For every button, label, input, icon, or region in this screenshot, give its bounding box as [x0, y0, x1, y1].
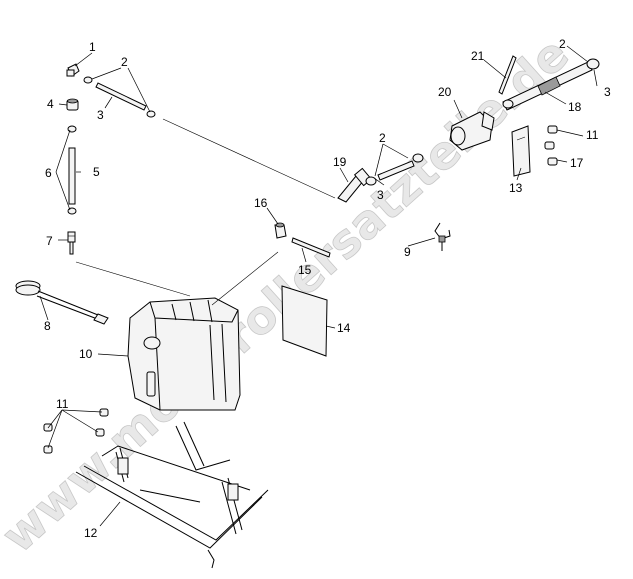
part-1-fitting: [66, 63, 80, 77]
callout-8: 8: [44, 319, 51, 333]
part-3-hose-left: [83, 76, 156, 118]
part-7-valve: [67, 231, 76, 255]
callout-leaders: [39, 45, 598, 527]
callout-17: 17: [570, 156, 584, 170]
callout-12: 12: [84, 526, 98, 540]
callout-4: 4: [47, 97, 54, 111]
callout-2: 2: [121, 55, 128, 69]
callout-3-right: 3: [604, 85, 611, 99]
part-5-tube: [67, 125, 77, 215]
part-8-fuel-sender: [15, 280, 109, 325]
callout-1: 1: [89, 40, 96, 54]
part-2-hose-middle: [365, 153, 424, 186]
callout-19: 19: [333, 155, 347, 169]
callout-5: 5: [93, 165, 100, 179]
part-15-hose: [291, 237, 331, 258]
part-18-hose-assembly: [502, 58, 600, 111]
callout-2-middle: 2: [379, 131, 386, 145]
part-4-grommet: [66, 98, 79, 111]
callout-16: 16: [254, 196, 268, 210]
callout-20: 20: [438, 85, 452, 99]
part-20-fuel-pump: [449, 111, 495, 151]
callout-3: 3: [97, 108, 104, 122]
callout-11-left: 11: [56, 397, 69, 411]
part-16-fitting: [274, 222, 287, 239]
part-13-bracket: [511, 125, 531, 177]
callout-9: 9: [404, 245, 411, 259]
part-9-clip: [434, 222, 451, 251]
callout-7: 7: [46, 234, 53, 248]
callout-21: 21: [471, 49, 485, 63]
callout-6: 6: [45, 166, 52, 180]
callout-18: 18: [568, 100, 582, 114]
callout-2-right: 2: [559, 37, 566, 51]
part-21-rod: [498, 55, 517, 95]
part-11-bolts-left: [43, 408, 109, 454]
callout-15: 15: [298, 263, 312, 277]
part-11-bolts-right: [544, 125, 558, 166]
callout-3-middle: 3: [377, 188, 384, 202]
callout-14: 14: [337, 321, 351, 335]
callout-10: 10: [79, 347, 93, 361]
callout-11-right: 11: [586, 128, 599, 142]
callouts: 1 2 3 4 5 6 7 8 9 10 11 11 12 13 14 15 1…: [44, 37, 611, 540]
part-12-frame: [75, 421, 269, 569]
assembly-lines: [75, 118, 336, 306]
part-10-fuel-tank: [127, 297, 241, 411]
part-14-heat-shield: [281, 285, 328, 357]
callout-13: 13: [509, 181, 523, 195]
